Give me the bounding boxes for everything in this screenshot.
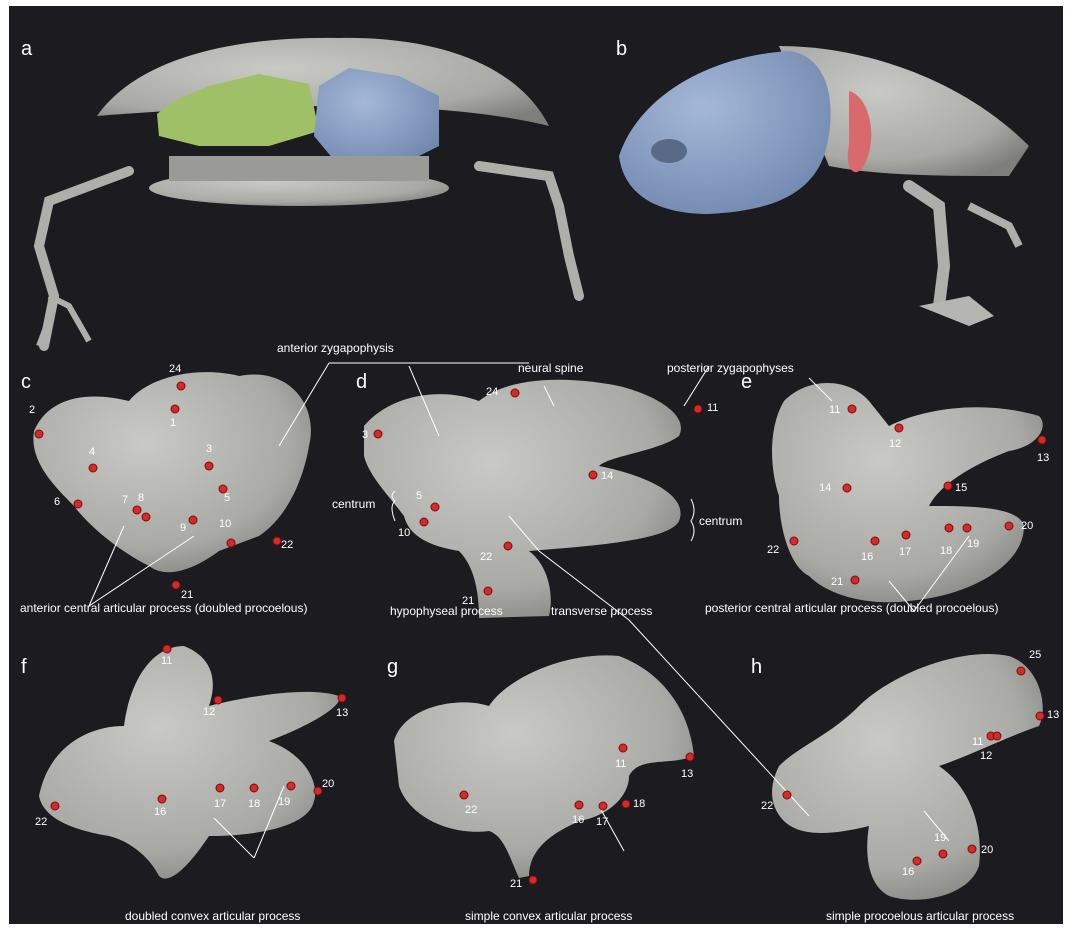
panel-letter-b: b — [616, 38, 627, 61]
landmark-number: 21 — [831, 576, 843, 588]
landmark-number: 19 — [278, 796, 290, 808]
landmark-number: 20 — [981, 844, 993, 856]
label-anterior-central-articular-process: anterior central articular process (doub… — [20, 601, 307, 615]
label-transverse-process: transverse process — [551, 604, 652, 618]
label-posterior-zygapophyses: posterior zygapophyses — [667, 361, 794, 375]
landmark-number: 9 — [180, 522, 186, 534]
specimen-renderings — [9, 6, 1063, 924]
landmark-number: 14 — [601, 470, 613, 482]
landmark-number: 3 — [206, 443, 212, 455]
panel-a-turtle-skeleton — [39, 38, 579, 346]
label-simple-convex: simple convex articular process — [465, 909, 632, 923]
landmark-number: 18 — [940, 545, 952, 557]
landmark-number: 15 — [955, 482, 967, 494]
landmark-number: 6 — [54, 496, 60, 508]
label-doubled-convex: doubled convex articular process — [125, 909, 300, 923]
landmark-number: 20 — [322, 778, 334, 790]
landmark-number: 12 — [980, 750, 992, 762]
landmark-number: 19 — [967, 538, 979, 550]
panel-letter-a: a — [21, 38, 32, 61]
landmark-number: 17 — [899, 546, 911, 558]
landmark-number: 16 — [154, 806, 166, 818]
panel-b-turtle-skull — [619, 46, 1029, 326]
landmark-number: 13 — [1037, 452, 1049, 464]
landmark-number: 22 — [480, 551, 492, 563]
landmark-number: 11 — [972, 736, 983, 748]
landmark-number: 22 — [281, 539, 293, 551]
landmark-number: 17 — [214, 798, 226, 810]
landmark-number: 5 — [416, 490, 422, 502]
panel-f-vertebra — [39, 646, 339, 879]
landmark-number: 13 — [1047, 709, 1059, 721]
landmark-number: 4 — [89, 446, 95, 458]
landmark-number: 12 — [203, 706, 215, 718]
landmark-number: 17 — [596, 816, 608, 828]
panel-letter-h: h — [751, 656, 762, 679]
landmark-number: 12 — [889, 438, 901, 450]
panel-letter-f: f — [21, 656, 27, 679]
landmark-number: 3 — [362, 429, 368, 441]
figure-panel: a b c d e f g h anterior zygapophysis ne… — [9, 6, 1063, 924]
landmark-number: 21 — [181, 589, 193, 601]
landmark-number: 19 — [934, 832, 946, 844]
panel-e-vertebra — [772, 383, 1043, 602]
label-anterior-zygapophysis: anterior zygapophysis — [277, 341, 394, 355]
landmark-number: 13 — [681, 768, 693, 780]
label-hypophyseal-process: hypophyseal process — [390, 604, 503, 618]
landmark-number: 2 — [29, 404, 35, 416]
landmark-number: 16 — [572, 814, 584, 826]
landmark-number: 10 — [219, 518, 231, 530]
landmark-number: 11 — [615, 758, 626, 770]
landmark-number: 11 — [161, 655, 172, 667]
landmark-number: 22 — [35, 816, 47, 828]
landmark-number: 18 — [633, 798, 645, 810]
landmark-number: 22 — [465, 804, 477, 816]
panel-letter-d: d — [356, 371, 367, 394]
landmark-number: 21 — [510, 878, 522, 890]
landmark-number: 18 — [248, 798, 260, 810]
centrum-brace-right — [691, 499, 694, 541]
panel-d-vertebra — [364, 380, 681, 618]
landmark-number: 11 — [829, 404, 840, 416]
landmark-number: 24 — [486, 386, 498, 398]
landmark-number: 5 — [224, 492, 230, 504]
label-posterior-central-articular-process: posterior central articular process (dou… — [705, 601, 998, 615]
landmark-number: 20 — [1021, 520, 1033, 532]
landmark-number: 22 — [767, 544, 779, 556]
landmark-number: 21 — [462, 595, 474, 607]
landmark-number: 16 — [861, 551, 873, 563]
landmark-number: 13 — [336, 707, 348, 719]
landmark-number: 11 — [707, 402, 718, 414]
landmark-number: 1 — [170, 417, 176, 429]
label-centrum-right: centrum — [699, 514, 742, 528]
panel-h-vertebra — [772, 654, 1043, 900]
label-neural-spine: neural spine — [518, 361, 583, 375]
landmark-number: 25 — [1029, 649, 1041, 661]
panel-letter-c: c — [21, 371, 31, 394]
landmark-number: 8 — [138, 492, 144, 504]
panel-c-vertebra — [33, 372, 311, 572]
panel-g-vertebra — [394, 655, 694, 878]
label-centrum-left: centrum — [332, 497, 375, 511]
landmark-number: 16 — [902, 866, 914, 878]
panel-letter-g: g — [387, 656, 398, 679]
landmark-number: 7 — [122, 494, 128, 506]
landmark-number: 22 — [761, 800, 773, 812]
landmark-number: 14 — [819, 482, 831, 494]
label-simple-procoelous: simple procoelous articular process — [826, 909, 1014, 923]
landmark-number: 24 — [169, 363, 181, 375]
landmark-number: 10 — [398, 527, 410, 539]
